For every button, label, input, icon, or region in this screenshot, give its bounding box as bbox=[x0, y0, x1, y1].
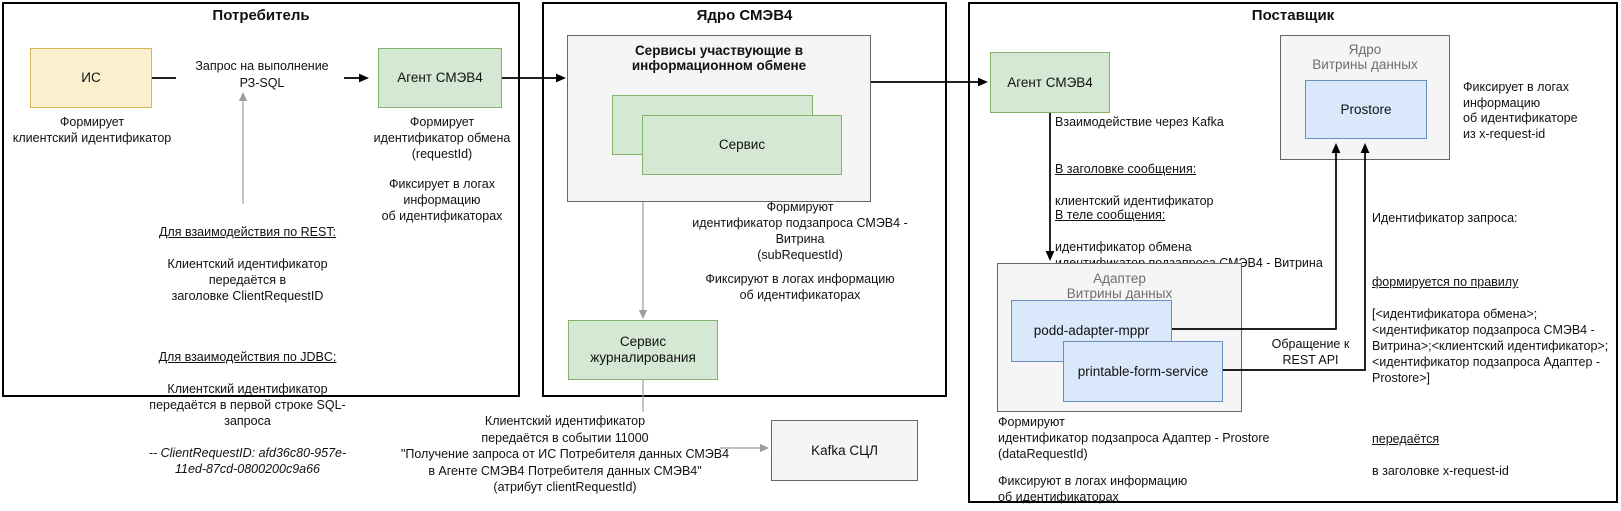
jdbc-note-body: Клиентский идентификатор передаётся в пе… bbox=[149, 382, 346, 428]
provider-kafka-note: Взаимодействие через Kafka bbox=[1055, 115, 1224, 129]
rest-note-heading: Для взаимодействия по REST: bbox=[158, 225, 337, 239]
rule-body: [<идентификатора обмена>; <идентификатор… bbox=[1372, 307, 1609, 385]
spacer bbox=[1372, 402, 1618, 415]
jdbc-note-heading: Для взаимодействия по JDBC: bbox=[158, 350, 337, 364]
service-node[interactable]: Сервис bbox=[642, 115, 842, 175]
provider-body-heading: В теле сообщения: bbox=[1055, 208, 1166, 222]
adapter-caption-2: Фиксируют в логах информацию об идентифи… bbox=[998, 474, 1188, 504]
journal-service-node[interactable]: Сервис журналирования bbox=[568, 320, 718, 380]
rule-heading: формируется по правилу bbox=[1372, 275, 1519, 289]
adapter-title: Адаптер Витрины данных bbox=[1066, 271, 1173, 301]
request-id-title: Идентификатор запроса: bbox=[1372, 211, 1518, 225]
rest-note-body: Клиентский идентификатор передаётся в за… bbox=[167, 257, 328, 303]
consumer-agent-caption-1: Формирует идентификатор обмена (requestI… bbox=[373, 115, 511, 161]
core-caption-1: Формируют идентификатор подзапроса СМЭВ4… bbox=[692, 200, 908, 262]
arrowhead-right-icon bbox=[760, 443, 769, 453]
consumer-agent-node[interactable]: Агент СМЭВ4 bbox=[378, 48, 502, 108]
is-system-caption: Формирует клиентский идентификатор bbox=[12, 115, 172, 145]
kafka-scl-node[interactable]: Kafka СЦЛ bbox=[771, 420, 918, 481]
is-system-node[interactable]: ИС bbox=[30, 48, 152, 108]
prostore-log-note: Фиксирует в логах информацию об идентифи… bbox=[1463, 80, 1578, 141]
consumer-panel-title: Потребитель bbox=[212, 7, 310, 24]
jdbc-note-example: -- ClientRequestID: afd36c80-957e- 11ed-… bbox=[148, 446, 347, 476]
prostore-node[interactable]: Prostore bbox=[1305, 80, 1427, 139]
request-id-notes: Идентификатор запроса: формируется по пр… bbox=[1372, 194, 1618, 495]
provider-agent-node[interactable]: Агент СМЭВ4 bbox=[990, 52, 1110, 113]
consumer-agent-caption-2: Фиксирует в логах информацию об идентифи… bbox=[381, 177, 503, 223]
printable-form-node[interactable]: printable-form-service bbox=[1063, 341, 1223, 402]
core-services-container-title: Сервисы участвующие в информационном обм… bbox=[631, 43, 807, 73]
spacer bbox=[70, 320, 425, 333]
passed-body: в заголовке x-request-id bbox=[1372, 464, 1509, 478]
consumer-id-notes: Для взаимодействия по REST: Клиентский и… bbox=[70, 208, 425, 493]
provider-panel bbox=[968, 2, 1618, 503]
provider-panel-title: Поставщик bbox=[1251, 7, 1335, 24]
adapter-caption-1: Формируют идентификатор подзапроса Адапт… bbox=[998, 415, 1270, 461]
request-edge-label: Запрос на выполнение РЗ-SQL bbox=[176, 58, 348, 92]
core-panel-title: Ядро СМЭВ4 bbox=[696, 7, 793, 24]
vitrina-core-title: Ядро Витрины данных bbox=[1312, 42, 1418, 72]
core-panel bbox=[542, 2, 947, 397]
core-caption-2: Фиксируют в логах информацию об идентифи… bbox=[705, 272, 895, 302]
consumer-panel bbox=[2, 2, 520, 397]
event-note: Клиентский идентификатор передаётся в со… bbox=[400, 414, 730, 494]
provider-header-heading: В заголовке сообщения: bbox=[1055, 162, 1197, 176]
spacer bbox=[1372, 242, 1618, 258]
rest-api-label: Обращение к REST API bbox=[1271, 337, 1350, 367]
passed-heading: передаётся bbox=[1372, 432, 1440, 446]
